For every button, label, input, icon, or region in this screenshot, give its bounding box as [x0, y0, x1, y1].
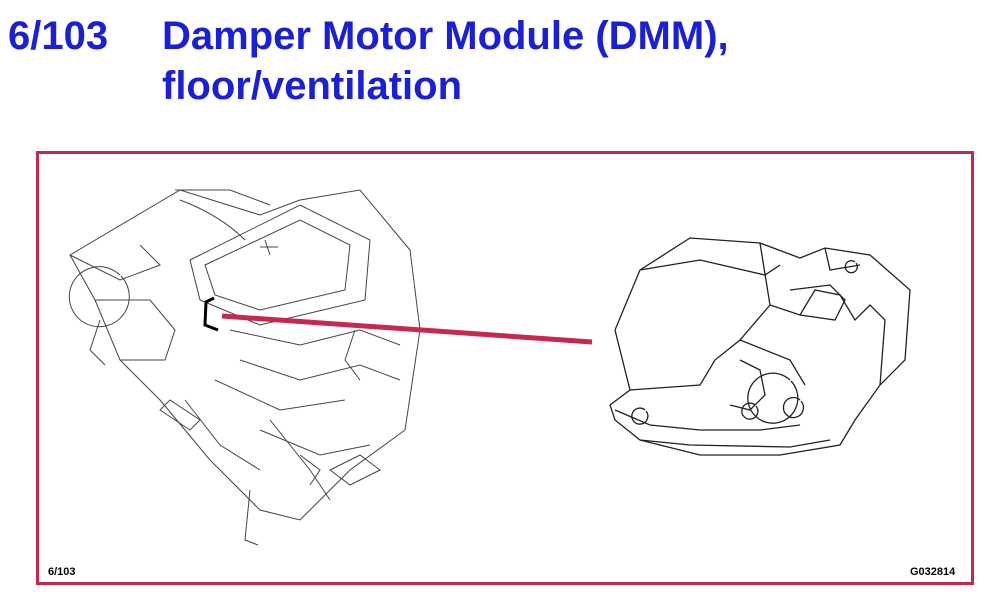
figure-footer-code: 6/103: [48, 566, 76, 578]
dmm-location-marker: [203, 296, 219, 332]
figure-frame: [36, 151, 974, 585]
hvac-unit-drawing: [68, 189, 421, 546]
leader-line: [221, 313, 593, 345]
page-title-line-1: Damper Motor Module (DMM),: [162, 14, 729, 58]
figure-reference-id: G032814: [910, 566, 956, 578]
damper-motor-module-drawing: [609, 237, 911, 456]
section-number: 6/103: [8, 14, 109, 58]
page-title-line-2: floor/ventilation: [162, 64, 462, 108]
